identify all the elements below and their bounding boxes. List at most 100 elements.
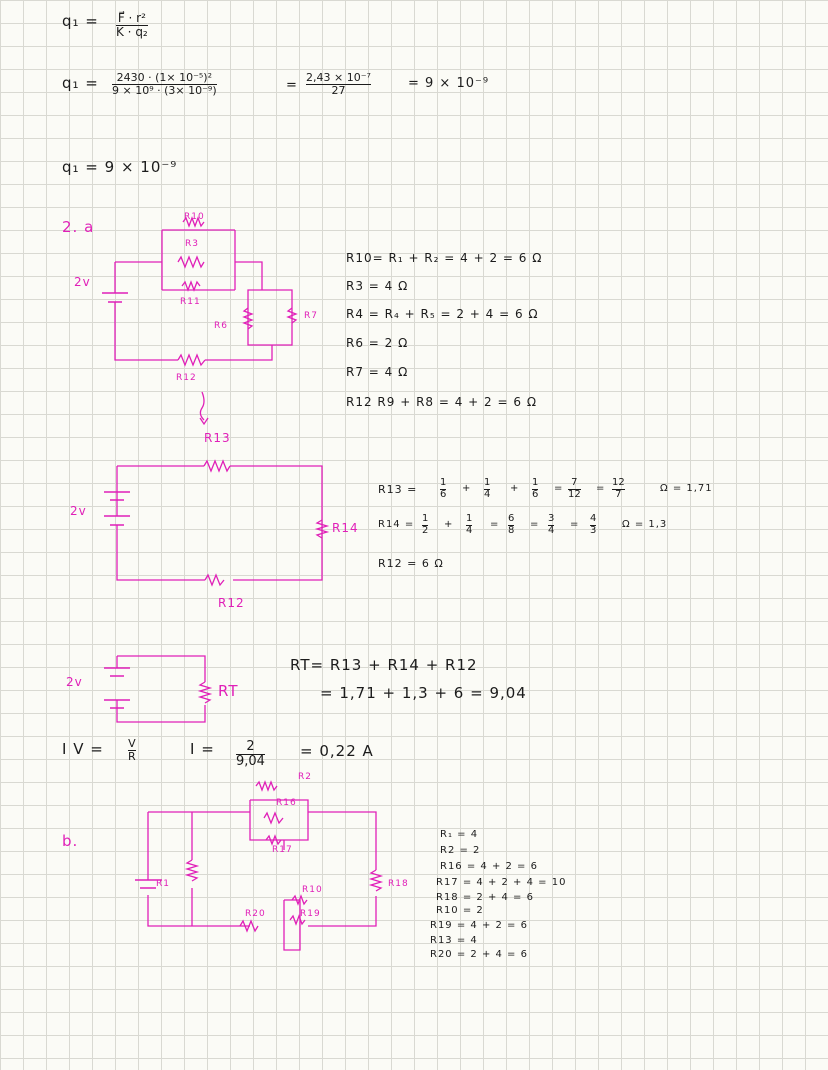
q1-calc-result: = 9 × 10⁻⁹ <box>408 76 490 91</box>
circuit2-wires <box>116 465 323 581</box>
resistor-r12 <box>177 353 206 367</box>
resistance-a-0: R10= R₁ + R₂ = 4 + 2 = 6 Ω <box>346 251 543 265</box>
ohm-result: = 0,22 A <box>300 742 374 760</box>
r13-frac-5-den: 7 <box>615 488 622 500</box>
resistance-a-4: R7 = 4 Ω <box>346 365 409 379</box>
circuit3-voltage: 2v <box>66 675 83 689</box>
ohm-calc-num: 2 <box>246 739 255 754</box>
circuit2-label-r12: R12 <box>218 596 245 610</box>
r14-calc-lhs: R14 = <box>378 519 415 530</box>
resistor-r12-c2 <box>204 573 225 587</box>
circuit1-voltage: 2v <box>74 275 91 289</box>
r14-frac-4-den: 4 <box>548 524 555 536</box>
resistor-r6 <box>242 307 254 330</box>
resistor-r10 <box>182 216 205 228</box>
q1-calc-den-2: 27 <box>331 83 346 97</box>
r13-frac-3-num: 1 <box>532 477 539 488</box>
section-b-label: b. <box>62 832 79 850</box>
r14-eq-1: = <box>490 519 500 530</box>
r13-frac-2-den: 4 <box>484 488 491 500</box>
r13-frac-2-num: 1 <box>484 477 491 488</box>
resistance-b-0: R₁ = 4 <box>440 829 479 840</box>
circuit1-wires <box>114 229 293 361</box>
resistor-r10-c4 <box>291 894 308 906</box>
q1-formula-fraction: F⃗ · r² K · q₂ <box>116 12 148 38</box>
label-r6: R6 <box>214 321 228 331</box>
c4-label-r18: R18 <box>388 879 409 889</box>
ohm-calc-lhs: I = <box>190 740 215 758</box>
resistor-r11 <box>181 280 201 292</box>
r13-frac-3-den: 6 <box>532 488 539 500</box>
c4-label-r16: R16 <box>276 798 297 808</box>
circuit2-voltage: 2v <box>70 504 87 518</box>
resistance-b-7: R13 = 4 <box>430 935 478 946</box>
resistor-r13 <box>203 459 231 473</box>
circuit2-label-r14: R14 <box>332 521 359 535</box>
q1-calc-fraction-2: 2,43 × 10⁻⁷ 27 <box>306 72 371 96</box>
resistance-b-3: R17 = 4 + 2 + 4 = 10 <box>436 877 567 888</box>
r13-tail: Ω = 1,71 <box>660 483 713 494</box>
c4-label-r2: R2 <box>298 772 312 782</box>
label-r7: R7 <box>304 311 318 321</box>
resistance-b-1: R2 = 2 <box>440 845 481 856</box>
c4-label-r1: R1 <box>156 879 170 889</box>
arrow-head <box>199 417 209 426</box>
circuit3-battery <box>104 667 130 709</box>
r14-eq-3: = <box>570 519 580 530</box>
resistor-rt <box>197 681 213 704</box>
resistance-b-6: R19 = 4 + 2 = 6 <box>430 920 528 931</box>
c4-label-r19: R19 <box>300 909 321 919</box>
resistor-r7 <box>286 307 298 324</box>
r14-frac-4-num: 3 <box>548 513 555 524</box>
rt-sum-line: RT= R13 + R14 + R12 <box>290 656 478 674</box>
r14-eq-2: = <box>530 519 540 530</box>
circuit1-battery <box>102 292 128 303</box>
circuit2-label-r13: R13 <box>204 431 231 445</box>
r13-frac-1-den: 6 <box>440 488 447 500</box>
resistance-a-3: R6 = 2 Ω <box>346 336 409 350</box>
q1-calc-den-1: 9 × 10⁹ · (3× 10⁻⁹) <box>112 83 217 97</box>
ohm-calc-den: 9,04 <box>236 753 265 769</box>
r13-frac-1-num: 1 <box>440 477 447 488</box>
q1-calc-fraction-1: 2430 · (1× 10⁻⁵)² 9 × 10⁹ · (3× 10⁻⁹) <box>112 72 217 96</box>
r13-plus-2: + <box>510 483 520 494</box>
circuit4-wires <box>147 799 377 951</box>
resistance-b-5: R10 = 2 <box>436 905 484 916</box>
q1-formula-lhs: q₁ = <box>62 12 99 30</box>
label-r10: R10 <box>184 212 205 222</box>
label-r3: R3 <box>185 239 199 249</box>
resistance-b-4: R18 = 2 + 4 = 6 <box>436 892 534 903</box>
circuit3-label-rt: RT <box>218 682 239 700</box>
q1-formula-denominator: K · q₂ <box>116 24 148 39</box>
r13-calc-lhs: R13 = <box>378 483 418 496</box>
c4-label-r20: R20 <box>245 909 266 919</box>
resistance-b-2: R16 = 4 + 2 = 6 <box>440 861 538 872</box>
circuit2-battery <box>104 491 130 526</box>
resistor-r16 <box>263 811 284 825</box>
c4-label-r17: R17 <box>272 845 293 855</box>
q1-calc-num-1: 2430 · (1× 10⁻⁵)² <box>116 71 213 84</box>
resistor-r3 <box>177 255 205 269</box>
r14-frac-3-num: 6 <box>508 513 515 524</box>
section-2a-label: 2. a <box>62 218 95 236</box>
q1-calc-equals-1: = <box>286 78 298 93</box>
r14-frac-5-num: 4 <box>590 513 597 524</box>
resistor-r14 <box>314 519 330 539</box>
arrow-down <box>199 391 205 421</box>
ohm-law-num: V <box>128 737 136 750</box>
r14-plus: + <box>444 519 454 530</box>
q1-calc-lhs: q₁ = <box>62 74 99 92</box>
r14-frac-1-den: 2 <box>422 524 429 536</box>
r14-frac-2-den: 4 <box>466 524 473 536</box>
resistor-r2 <box>255 780 278 792</box>
r13-frac-4-den: 12 <box>568 488 581 500</box>
ohm-law-lhs: I V = <box>62 740 104 758</box>
r14-frac-2-num: 1 <box>466 513 473 524</box>
